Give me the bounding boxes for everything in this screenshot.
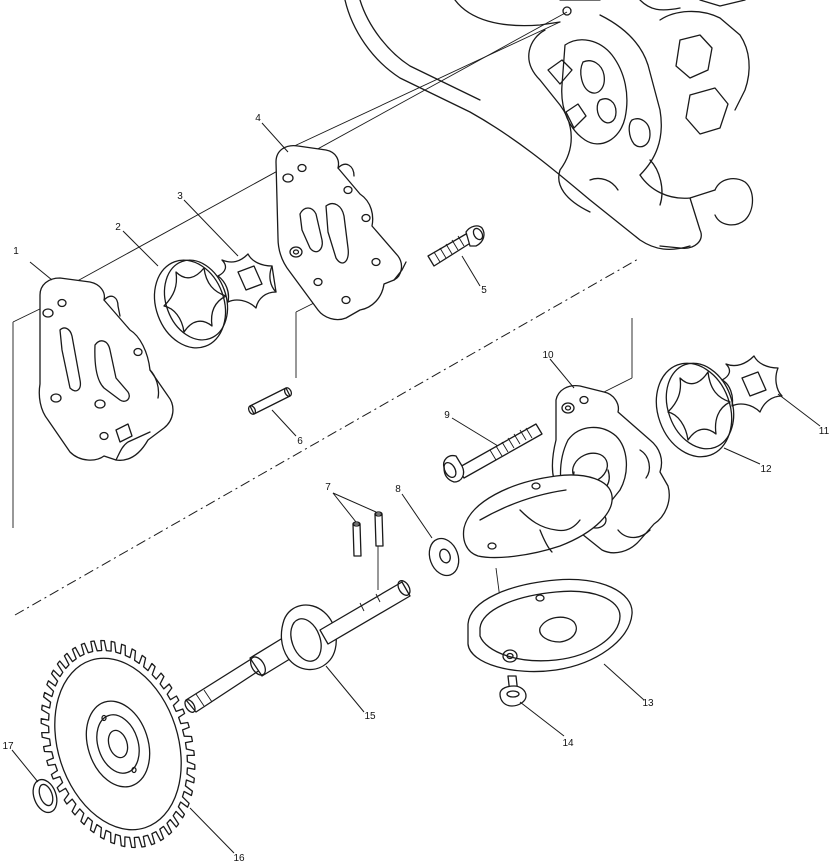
callouts: 1 2 3 4 5 6 7 8 9 10 11 12 13 14 15 16 1…: [2, 113, 829, 863]
crankcase: [344, 0, 754, 251]
callout-11: 11: [819, 426, 830, 437]
callout-1: 1: [13, 246, 19, 257]
callout-17: 17: [2, 741, 14, 752]
callout-13: 13: [642, 698, 654, 709]
inner-rotor-part-3: [217, 253, 277, 309]
callout-2: 2: [115, 222, 121, 233]
circlip-part-17: [32, 778, 58, 814]
callout-3: 3: [177, 191, 183, 202]
screw-part-5: [427, 225, 485, 267]
pins-part-7: [352, 511, 384, 557]
pump-plate-part-4: [275, 144, 407, 321]
callout-4: 4: [255, 113, 261, 124]
callout-7: 7: [325, 482, 331, 493]
shaft-part-15: [184, 580, 411, 713]
callout-10: 10: [542, 350, 554, 361]
leader-lines: [11, 122, 821, 854]
callout-8: 8: [395, 484, 401, 495]
callout-15: 15: [364, 711, 376, 722]
callout-12: 12: [760, 464, 772, 475]
washer-part-8: [428, 537, 460, 577]
outer-rotor-part-12: [655, 362, 735, 458]
cover-flange: [462, 474, 613, 559]
callout-9: 9: [444, 410, 450, 421]
inner-rotor-part-11: [721, 355, 783, 413]
callout-14: 14: [562, 738, 574, 749]
gasket-part-13: [467, 578, 633, 673]
screw-part-14: [499, 675, 527, 707]
bolt-part-9: [442, 423, 543, 483]
pump-body-part-1: [38, 277, 174, 461]
outer-rotor-part-2: [153, 259, 229, 349]
callout-5: 5: [481, 285, 487, 296]
callout-6: 6: [297, 436, 303, 447]
gear-part-16: [40, 639, 196, 849]
dowel-pin-part-6: [247, 387, 293, 415]
callout-16: 16: [233, 853, 245, 863]
